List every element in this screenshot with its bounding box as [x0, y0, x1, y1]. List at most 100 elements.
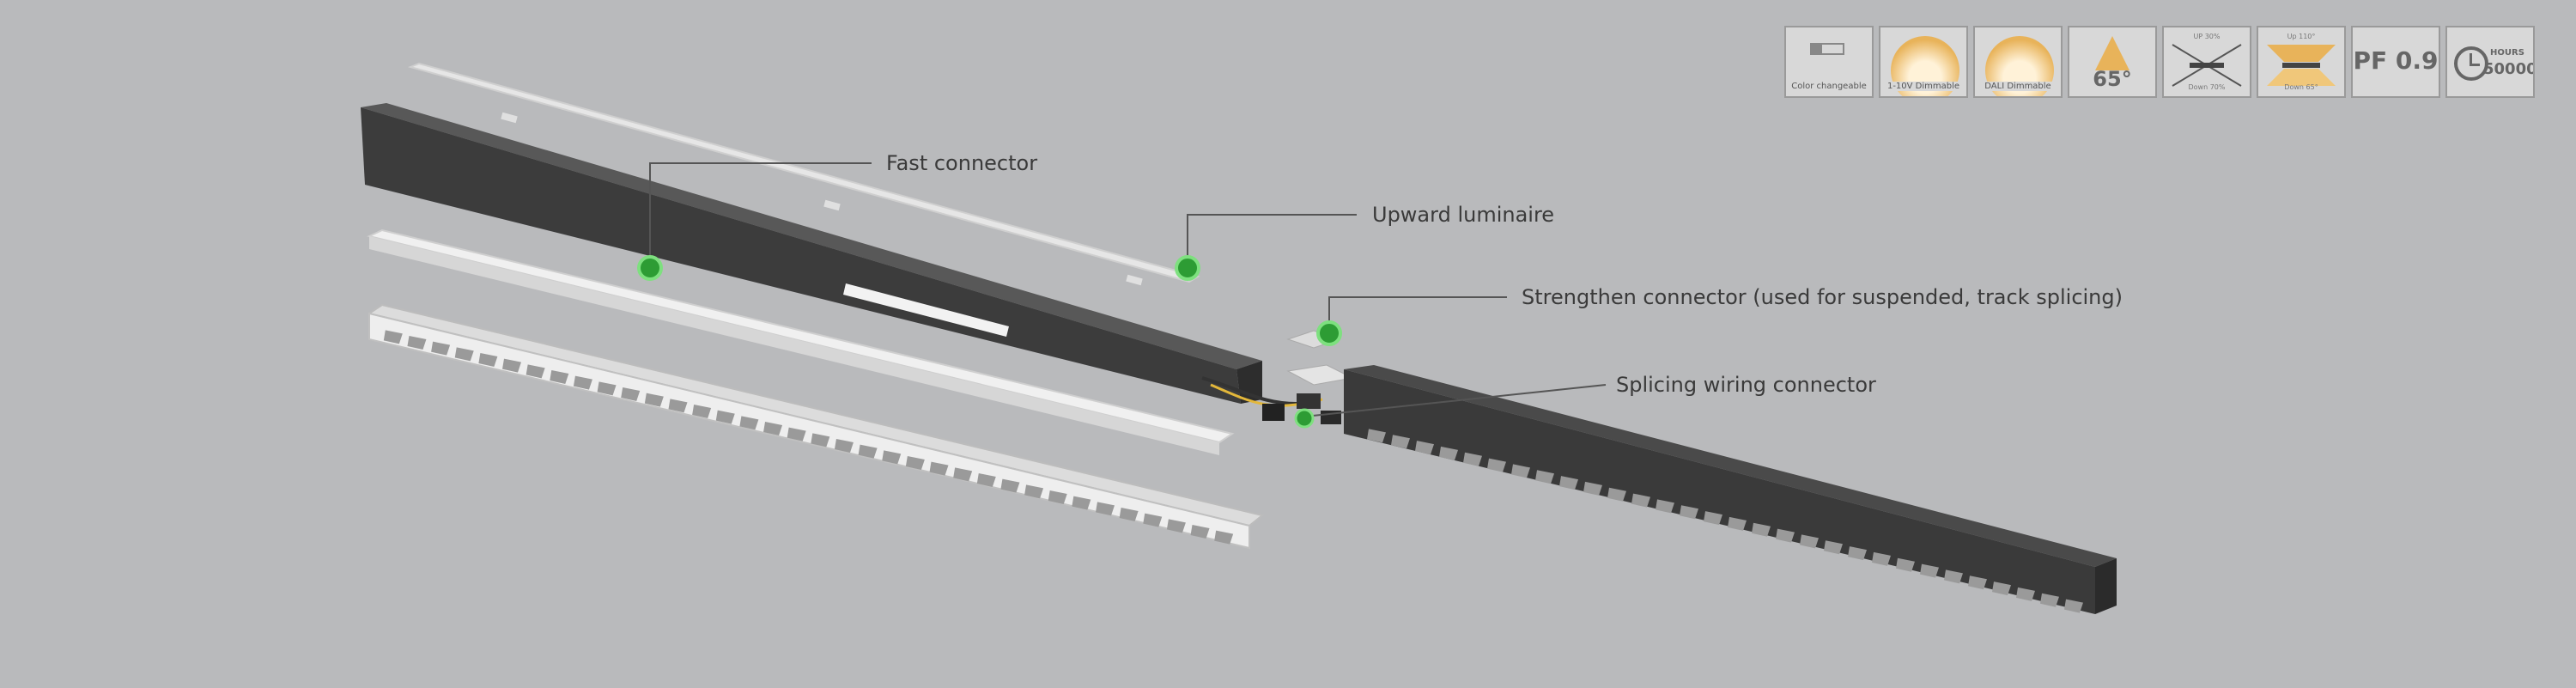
- up-angle-label: Up 110°: [2287, 33, 2316, 40]
- badge-up-down-ratio-a: UP 30% Down 70%: [2162, 26, 2251, 98]
- louvre-cell: [1920, 563, 1939, 578]
- louvre-cell: [407, 336, 427, 350]
- left-housing-body: [361, 103, 1262, 404]
- louvre-cell: [1487, 458, 1506, 472]
- louvre-cell: [1024, 484, 1044, 499]
- power-factor-value: PF 0.9: [2353, 46, 2439, 75]
- callout-strengthen-connector: Strengthen connector (used for suspended…: [1522, 285, 2123, 309]
- wiring-harness: [1201, 376, 1341, 424]
- beam-angle-value: 65°: [2093, 67, 2132, 91]
- leader-fast-connector: [649, 162, 872, 266]
- louvre-cell: [431, 341, 451, 356]
- badge-label: 1-10V Dimmable: [1880, 82, 1966, 91]
- louvre-cell: [454, 347, 474, 362]
- louvre-cell: [715, 410, 735, 424]
- louvre-cell: [1391, 435, 1410, 449]
- louvre-cell: [1944, 569, 1963, 584]
- badge-lifetime-hours: HOURS 50000: [2445, 26, 2535, 98]
- louvre-cell: [905, 456, 925, 470]
- louvre-cell: [1968, 575, 1987, 590]
- louvre-cell: [953, 467, 973, 482]
- louvre-cell: [1535, 470, 1554, 484]
- louvre-cell: [1214, 530, 1234, 545]
- louvre-cell: [1656, 499, 1674, 514]
- louvre-cell: [1583, 481, 1602, 496]
- hours-value: 50000: [2483, 60, 2535, 78]
- callout-splicing-wiring-connector: Splicing wiring connector: [1616, 373, 1876, 397]
- louvre-cell: [478, 353, 498, 367]
- louvre-cell: [526, 364, 545, 379]
- louvre-cell: [976, 473, 996, 487]
- louvre-cell: [1000, 478, 1020, 493]
- louvre-cell: [550, 370, 569, 384]
- louvre-cell: [1848, 546, 1867, 561]
- louvre-cell: [1824, 540, 1843, 555]
- badge-1-10v-dimmable: 1-10V Dimmable: [1879, 26, 1968, 98]
- feature-badges: Color changeable 1-10V Dimmable DALI Dim…: [1784, 26, 2535, 98]
- louvre-cell: [1776, 528, 1795, 543]
- louvre-cell: [1559, 476, 1578, 490]
- louvre-cell: [1704, 511, 1722, 526]
- leader-splicing-wiring: [1303, 384, 1607, 417]
- louvre-cell: [858, 444, 878, 459]
- badge-label: DALI Dimmable: [1975, 82, 2061, 91]
- louvre-cell: [502, 358, 522, 373]
- louvre-cell: [1896, 557, 1915, 572]
- hours-label: HOURS: [2490, 48, 2524, 58]
- louvre-cell: [834, 439, 854, 453]
- led-board: [366, 228, 1235, 455]
- louvre-cell: [1872, 551, 1891, 566]
- louvre-cell: [2016, 587, 2035, 601]
- louvre-cell: [692, 405, 712, 418]
- cross-beam-icon: [2172, 44, 2242, 87]
- louvre-cell: [1072, 496, 1091, 510]
- louvre-cell: [1631, 493, 1650, 508]
- badge-dali-dimmable: DALI Dimmable: [1973, 26, 2063, 98]
- louvre-cell: [383, 330, 403, 344]
- right-housing-body: [1344, 365, 2117, 614]
- louvre-cell: [1680, 505, 1698, 520]
- louvre-cell: [1095, 502, 1115, 516]
- dot-strengthen-connector: [1316, 320, 1342, 346]
- up-down-beam-icon: [2267, 45, 2336, 86]
- down-angle-label: Down 65°: [2284, 83, 2318, 91]
- dot-upward-luminaire: [1175, 255, 1200, 281]
- beam-cone-icon: [2095, 36, 2129, 70]
- leader-strengthen-connector: [1328, 296, 1507, 333]
- louvre-cell: [1166, 519, 1186, 533]
- louvre-cell: [1728, 516, 1747, 531]
- dot-fast-connector: [637, 255, 663, 281]
- louvre-cell: [882, 450, 902, 465]
- up-ratio-label: UP 30%: [2193, 33, 2221, 40]
- louvre-cell: [929, 461, 949, 476]
- color-switch-icon: [1810, 43, 1844, 55]
- dot-splicing-wiring: [1294, 408, 1315, 429]
- leader-upward-luminaire: [1187, 214, 1357, 266]
- down-ratio-label: Down 70%: [2188, 83, 2226, 91]
- badge-beam-angle: 65°: [2068, 26, 2157, 98]
- louvre-cell: [621, 387, 641, 401]
- louvre-cell: [1800, 534, 1819, 549]
- louvre-cell: [1190, 525, 1210, 539]
- louvre-cell: [811, 433, 830, 448]
- louvre-cell: [1143, 513, 1163, 527]
- louvre-cell: [2040, 593, 2059, 607]
- callout-upward-luminaire: Upward luminaire: [1372, 203, 1555, 227]
- badge-color-changeable: Color changeable: [1784, 26, 1874, 98]
- louvre-cell: [668, 399, 688, 413]
- callout-dots: [637, 255, 1342, 429]
- louvre-cell: [1048, 490, 1067, 504]
- louvre-cell: [1415, 441, 1434, 455]
- louvre-lens-left: [367, 303, 1265, 550]
- clock-icon: [2454, 46, 2488, 81]
- louvre-cell: [763, 422, 783, 435]
- callout-fast-connector: Fast connector: [886, 151, 1038, 175]
- louvre-cell: [739, 416, 759, 430]
- louvre-cell: [1367, 429, 1386, 443]
- louvre-cell: [1511, 464, 1530, 478]
- badge-power-factor: PF 0.9: [2351, 26, 2440, 98]
- louvre-cell: [1752, 522, 1771, 537]
- louvre-cell: [2064, 599, 2083, 613]
- louvre-cell: [787, 427, 806, 441]
